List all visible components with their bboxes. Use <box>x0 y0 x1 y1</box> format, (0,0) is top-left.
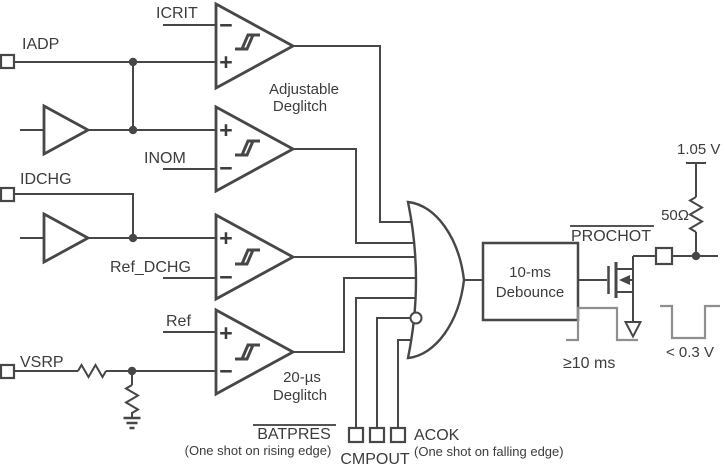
label-acok-note: (One shot on falling edge) <box>414 444 564 459</box>
hysteresis-icon <box>235 139 260 157</box>
label-20us-deglitch-2: Deglitch <box>273 387 327 404</box>
wire-batpres <box>355 297 428 428</box>
comparators <box>214 1 296 397</box>
label-acok: ACOK <box>414 427 460 444</box>
minus-sign: − <box>219 264 232 290</box>
label-ref: Ref <box>166 313 191 330</box>
labels: IADP ICRIT INOM IDCHG Ref_DCHG Ref VSRP … <box>20 5 720 468</box>
resistor-vsrp-series <box>77 363 107 379</box>
overlines <box>253 225 654 426</box>
minus-sign: − <box>219 12 232 38</box>
comparator-signs: − + + − + − + − <box>219 12 232 384</box>
debounce-label-2: Debounce <box>496 284 564 301</box>
debounce-label-1: 10-ms <box>509 264 551 281</box>
buffers <box>42 103 91 265</box>
wire-comp4-out <box>293 277 428 353</box>
label-inom: INOM <box>144 150 186 167</box>
mosfet-arrow-icon <box>619 275 630 285</box>
terminal-cmpout <box>368 426 386 444</box>
label-adjustable-deglitch-1: Adjustable <box>269 81 339 98</box>
wire-idchg <box>14 193 134 238</box>
ground-symbol <box>123 416 141 430</box>
junction-dot <box>127 366 137 376</box>
wire-cmpout <box>376 317 410 428</box>
junction-dots <box>127 57 701 376</box>
terminal-batpres <box>347 426 365 444</box>
comparator-inom <box>214 104 296 194</box>
plus-sign: + <box>219 117 232 143</box>
or-gate <box>406 200 466 360</box>
wire-comp2-out <box>293 148 428 244</box>
junction-dot <box>128 57 138 67</box>
buffer-amp-idchg <box>42 211 91 265</box>
waveforms <box>566 304 720 342</box>
terminal-vsrp <box>0 363 16 380</box>
wire-comp1-out <box>293 45 428 223</box>
label-adjustable-deglitch-2: Deglitch <box>273 98 327 115</box>
ground-arrow-icon <box>623 321 643 339</box>
junction-dot <box>691 251 701 261</box>
terminal-idchg <box>0 186 16 203</box>
label-icrit: ICRIT <box>156 5 198 22</box>
plus-sign: + <box>219 49 232 75</box>
label-batpres: BATPRES <box>257 426 331 443</box>
label-batpres-note: (One shot on rising edge) <box>185 443 332 458</box>
waveform-gate-pulse <box>566 306 638 342</box>
plus-sign: + <box>219 225 232 251</box>
terminal-iadp <box>0 53 16 70</box>
label-iadp: IADP <box>22 36 59 53</box>
terminal-acok <box>389 426 407 444</box>
junction-dot <box>128 233 138 243</box>
junction-dot <box>128 125 138 135</box>
wires <box>14 24 718 428</box>
terminals <box>0 53 674 444</box>
label-cmpout: CMPOUT <box>340 451 410 468</box>
hysteresis-icon <box>235 33 260 51</box>
hysteresis-icons <box>235 33 260 361</box>
comparator-icrit <box>214 1 296 91</box>
label-supply-voltage: 1.05 V <box>677 141 720 158</box>
inverter-bubble-cmpout <box>409 311 423 325</box>
buffer-amp-iadp <box>42 103 91 157</box>
hysteresis-icon <box>235 343 260 361</box>
minus-sign: − <box>219 358 232 384</box>
minus-sign: − <box>219 155 232 181</box>
terminal-prochot <box>654 246 674 266</box>
waveform-prochot-low <box>660 304 720 340</box>
label-idchg: IDCHG <box>20 171 72 188</box>
label-pullup-resistor: 50Ω <box>661 207 689 224</box>
label-ref-dchg: Ref_DCHG <box>110 259 191 276</box>
debounce-box <box>481 241 580 322</box>
comparator-vsrp <box>214 307 296 397</box>
label-vsrp: VSRP <box>20 354 64 371</box>
comparator-idchg <box>214 212 296 302</box>
label-wave-gate-pulse: ≥10 ms <box>563 355 615 372</box>
mosfet-prochot <box>578 256 643 339</box>
resistor-vsrp-pulldown <box>124 384 140 414</box>
hysteresis-icon <box>235 248 260 266</box>
resistor-pullup-50 <box>688 196 704 233</box>
label-prochot: PROCHOT <box>571 228 651 245</box>
label-wave-output-low: < 0.3 V <box>666 344 714 361</box>
plus-sign: + <box>219 320 232 346</box>
label-20us-deglitch-1: 20-µs <box>283 369 321 386</box>
